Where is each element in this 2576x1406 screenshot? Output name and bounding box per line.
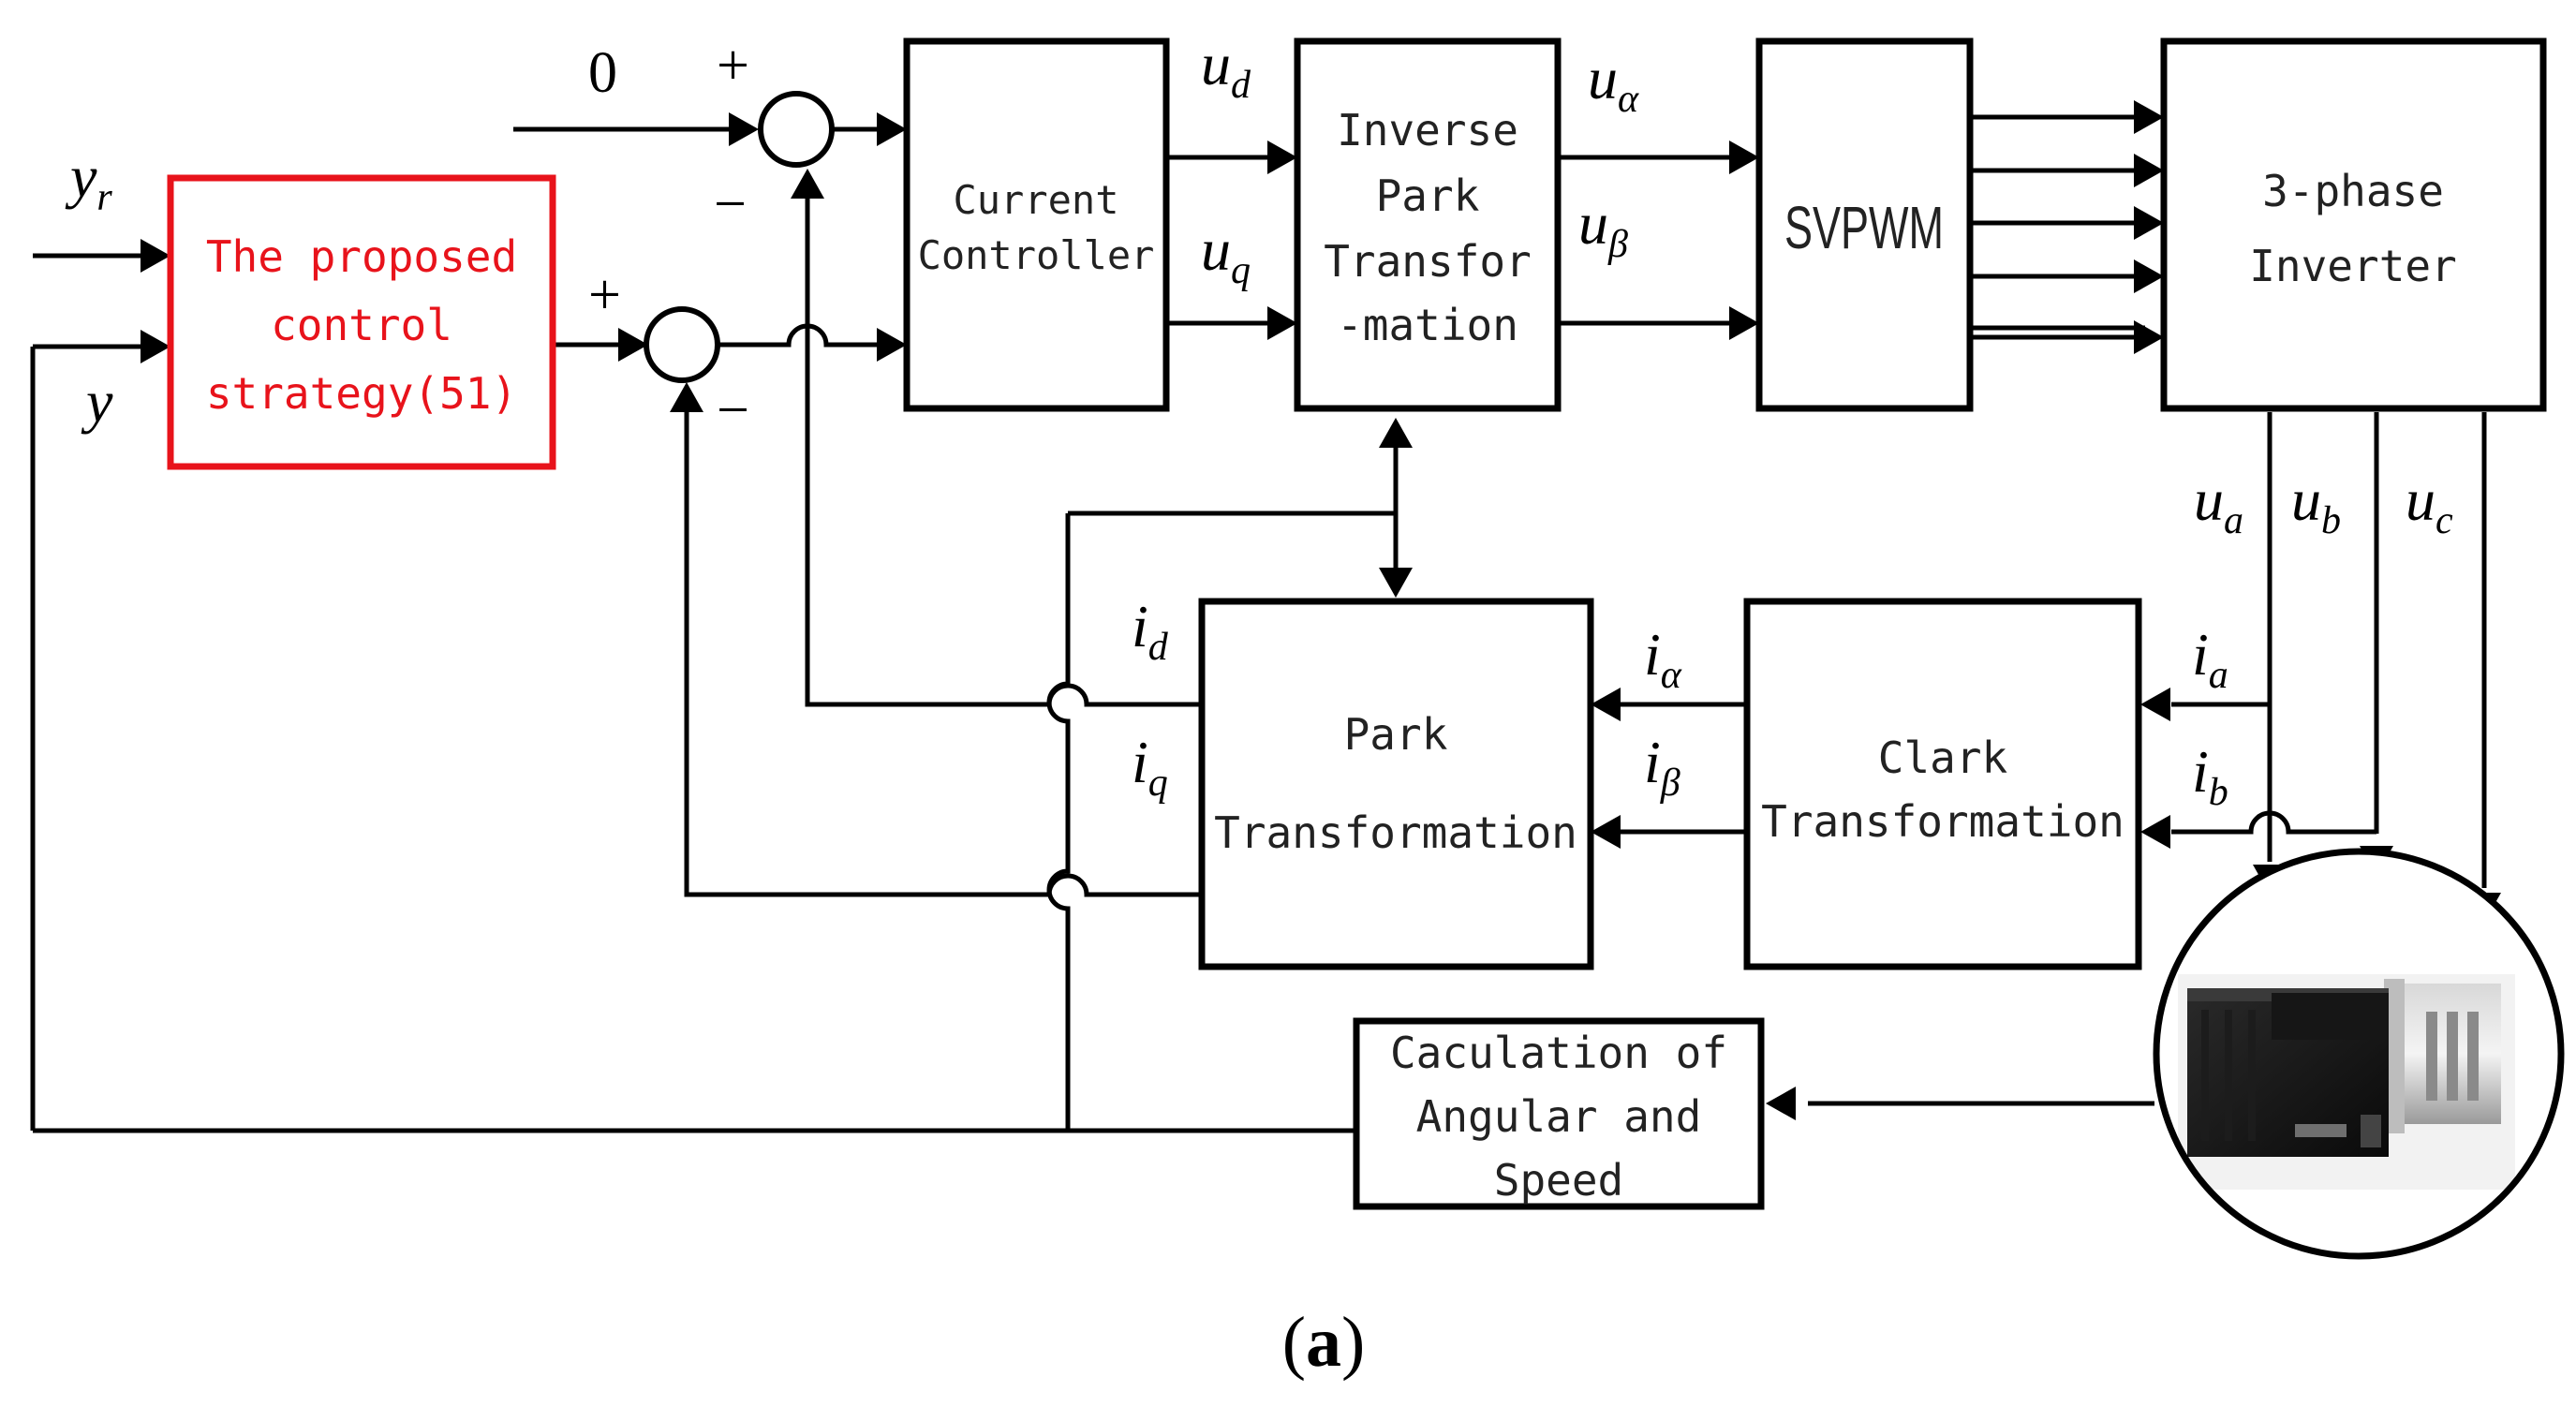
label-y: y <box>81 368 113 435</box>
controller-label-line-1: The proposed <box>206 231 517 282</box>
wires <box>30 114 2487 1133</box>
label-ub: ub <box>2291 466 2341 542</box>
clark-label-line-2: Transformation <box>1761 796 2124 847</box>
park-label-line-1: Park <box>1344 709 1448 760</box>
inverse-park-label-line-1: Inverse <box>1337 105 1518 155</box>
svpwm-label: SVPWM <box>1784 194 1944 261</box>
inverter-block: 3-phase Inverter <box>2160 37 2547 412</box>
angular-speed-block: Caculation of Angular and Speed <box>1353 1017 1765 1210</box>
label-zero: 0 <box>588 41 617 105</box>
label-yr: yr <box>65 143 112 219</box>
svpwm-block: SVPWM <box>1755 37 1974 412</box>
label-ua: ua <box>2194 466 2243 542</box>
bottom-summing-junction <box>644 306 720 383</box>
figure-caption: (a) <box>1282 1303 1366 1382</box>
current-controller-label-line-1: Current <box>953 177 1118 223</box>
label-uc: uc <box>2406 466 2453 542</box>
inverse-park-block: Inverse Park Transfor -mation <box>1294 37 1562 412</box>
label-ialpha: iα <box>1644 621 1682 697</box>
park-block: Park Transformation <box>1198 598 1594 970</box>
motor-image <box>2153 848 2565 1260</box>
bottom-plus-sign: + <box>588 263 621 327</box>
angular-label-line-3: Speed <box>1494 1155 1623 1206</box>
current-controller-block: Current Controller <box>903 37 1170 412</box>
label-id: id <box>1132 593 1169 669</box>
inverter-label-line-2: Inverter <box>2249 241 2457 291</box>
clark-label-line-1: Clark <box>1878 733 2007 783</box>
park-label-line-2: Transformation <box>1214 807 1577 858</box>
top-plus-sign: + <box>717 34 749 97</box>
inverter-label-line-1: 3-phase <box>2262 166 2444 216</box>
label-iq: iq <box>1132 729 1168 805</box>
top-summing-junction <box>758 91 835 168</box>
top-minus-sign: − <box>714 172 747 236</box>
clark-block: Clark Transformation <box>1743 598 2142 970</box>
angular-label-line-1: Caculation of <box>1390 1028 1727 1078</box>
inverse-park-label-line-3: Transfor <box>1324 236 1532 287</box>
angular-label-line-2: Angular and <box>1416 1091 1702 1142</box>
controller-label-line-3: strategy(51) <box>206 368 517 419</box>
controller-label-line-2: control <box>271 300 452 350</box>
controller-block: The proposed control strategy(51) <box>167 174 556 470</box>
current-controller-label-line-2: Controller <box>918 232 1155 278</box>
label-ibeta: iβ <box>1644 729 1680 805</box>
label-ib: ib <box>2192 738 2228 814</box>
inverse-park-label-line-2: Park <box>1376 170 1480 221</box>
inverse-park-label-line-4: -mation <box>1337 300 1518 350</box>
label-ud: ud <box>1201 31 1251 107</box>
bottom-minus-sign: − <box>717 378 749 442</box>
label-uq: uq <box>1201 216 1251 292</box>
label-ia: ia <box>2192 621 2228 697</box>
label-ubeta: uβ <box>1578 190 1628 266</box>
label-ualpha: uα <box>1588 45 1639 121</box>
signal-labels: yr y 0 + − + − ud uq uα uβ ua ub uc id <box>65 31 2453 814</box>
